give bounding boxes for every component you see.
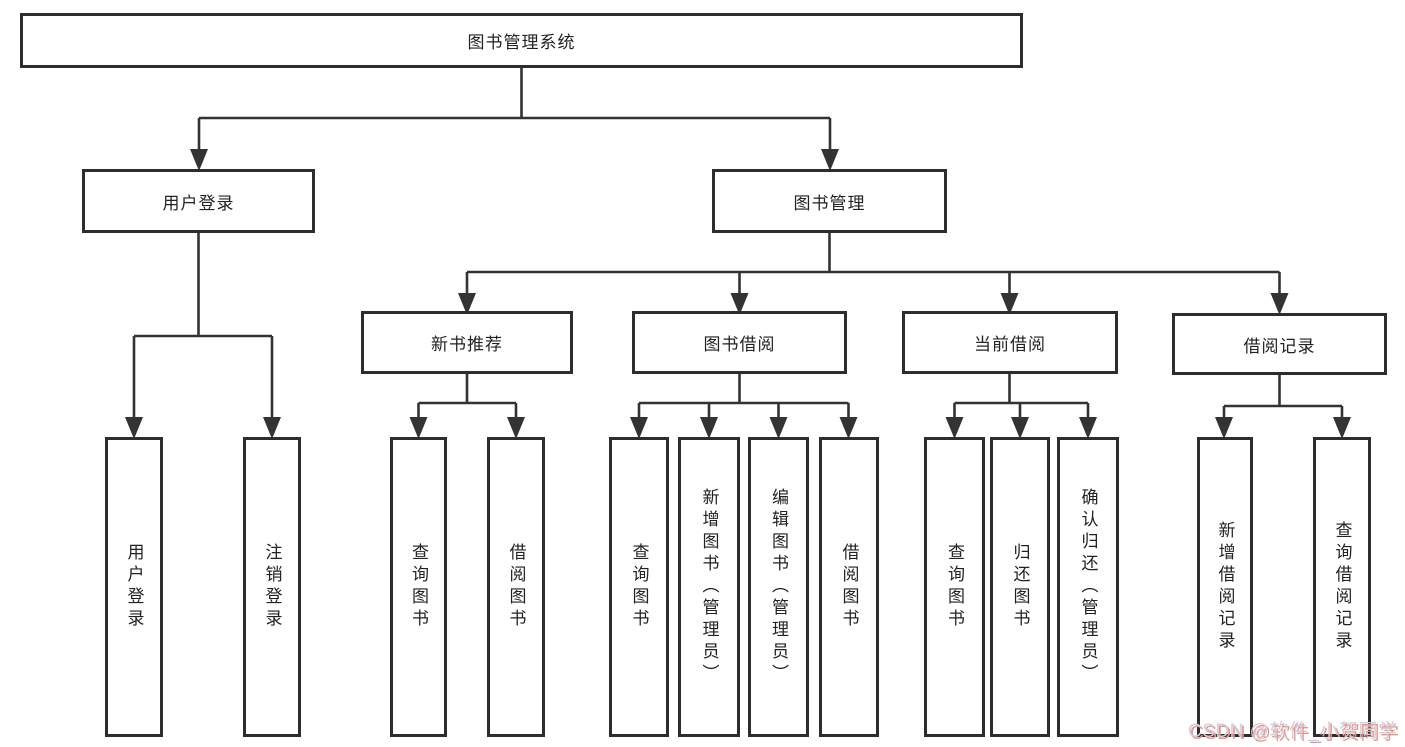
node-label: 查询图书 [945,543,964,631]
connector-new-book-rec [409,374,525,439]
connector-book-mgmt [458,233,1289,315]
node-label: 当前借阅 [974,335,1046,354]
node-label: 查询图书 [629,543,649,631]
node-label: 注销登录 [262,543,282,631]
leaf-logout: 注销登录 [243,437,301,737]
leaf-user-login: 用户登录 [105,437,163,737]
arrow-down-icon [1079,417,1097,439]
leaf-query-book-current: 查询图书 [924,437,985,737]
node-label: 查询借阅记录 [1332,521,1352,653]
node-book-management: 图书管理 [712,169,947,233]
leaf-borrow-book-recommend: 借阅图书 [487,437,545,737]
node-library-management-system: 图书管理系统 [20,13,1023,68]
node-label: 借阅记录 [1243,336,1316,356]
connector-user-login [125,233,281,439]
arrow-down-icon [839,417,858,439]
leaf-add-book-admin: 新增图书（管理员） [678,437,740,737]
arrow-down-icon [507,417,525,439]
node-label: 用户登录 [124,543,144,631]
arrow-down-icon [821,149,839,171]
connector-current-borrow [945,374,1097,439]
leaf-query-book-recommend: 查询图书 [390,437,447,737]
leaf-query-book-borrow: 查询图书 [609,437,669,737]
connector-root [190,67,839,171]
node-label: 用户登录 [162,193,235,213]
node-label: 图书借阅 [703,335,776,354]
arrow-down-icon [769,417,788,439]
arrow-down-icon [125,417,143,439]
leaf-edit-book-admin: 编辑图书（管理员） [748,437,809,737]
arrow-down-icon [630,417,648,439]
node-user-login: 用户登录 [82,169,315,233]
node-label: 图书管理系统 [467,33,576,52]
node-current-borrow: 当前借阅 [902,311,1118,374]
connector-borrow-records [1215,375,1351,439]
leaf-add-borrow-record: 新增借阅记录 [1197,437,1253,737]
arrow-down-icon [1215,417,1233,439]
connector-book-borrow [630,374,858,439]
node-label: 借阅图书 [506,543,526,631]
node-label: 借阅图书 [839,543,859,631]
leaf-confirm-return-admin: 确认归还（管理员） [1057,437,1119,737]
arrow-down-icon [409,417,428,439]
leaf-return-book: 归还图书 [990,437,1050,737]
node-label: 图书管理 [793,193,866,213]
arrow-down-icon [700,417,718,439]
arrow-down-icon [1270,293,1289,315]
node-label: 编辑图书（管理员） [769,488,788,686]
node-label: 新书推荐 [431,335,503,354]
arrow-down-icon [190,149,208,171]
leaf-query-borrow-record: 查询借阅记录 [1313,437,1371,737]
node-label: 新增借阅记录 [1215,521,1235,653]
node-label: 查询图书 [409,543,428,631]
node-book-borrow: 图书借阅 [632,311,847,374]
node-label: 归还图书 [1010,543,1030,631]
node-borrow-records: 借阅记录 [1172,313,1387,375]
node-label: 确认归还（管理员） [1078,488,1098,686]
node-new-book-recommend: 新书推荐 [361,311,573,374]
arrow-down-icon [263,417,281,439]
leaf-borrow-book: 借阅图书 [819,437,879,737]
arrow-down-icon [1333,417,1351,439]
node-label: 新增图书（管理员） [699,488,719,686]
arrow-down-icon [945,417,964,439]
arrow-down-icon [1011,417,1029,439]
